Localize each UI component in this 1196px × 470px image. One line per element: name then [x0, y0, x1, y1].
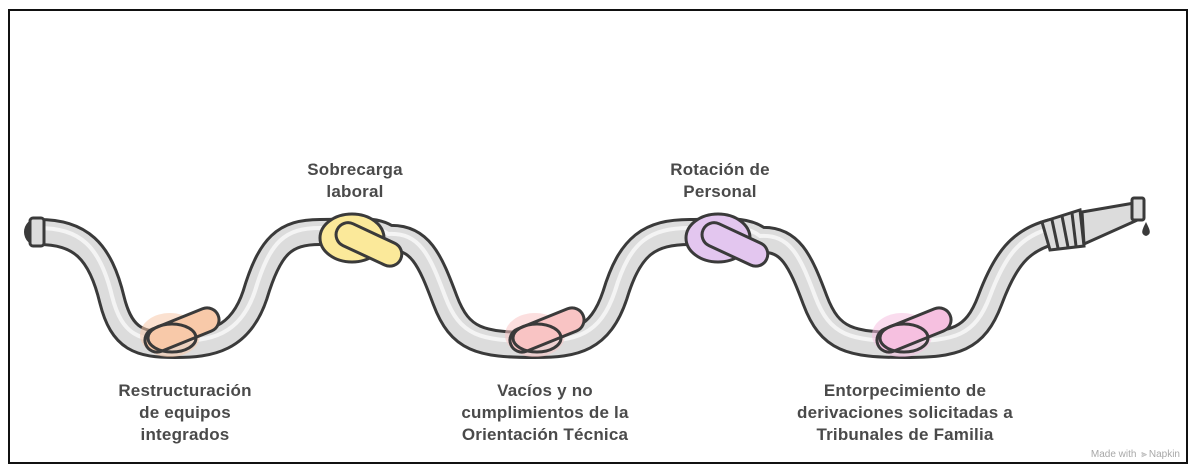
- napkin-watermark: Made with ⫸Napkin: [1090, 449, 1180, 460]
- knot-label-2: Sobrecarga laboral: [307, 160, 403, 201]
- knot-2: [318, 212, 404, 268]
- napkin-logo-icon: ⫸: [1141, 449, 1147, 460]
- knot-label-5: Entorpecimiento de derivaciones solicita…: [797, 381, 1013, 444]
- knot-4: [684, 212, 770, 268]
- nozzle-icon: [1040, 196, 1150, 252]
- knot-5: [872, 306, 953, 357]
- knot-label-4: Rotación de Personal: [670, 160, 770, 201]
- knot-3: [505, 306, 586, 357]
- knot-label-1: Restructuración de equipos integrados: [118, 381, 252, 444]
- knot-label-3: Vacíos y no cumplimientos de la Orientac…: [461, 381, 629, 444]
- knot-1: [140, 306, 221, 357]
- hose-end-cap: [28, 216, 46, 248]
- diagram-frame: [8, 9, 1188, 464]
